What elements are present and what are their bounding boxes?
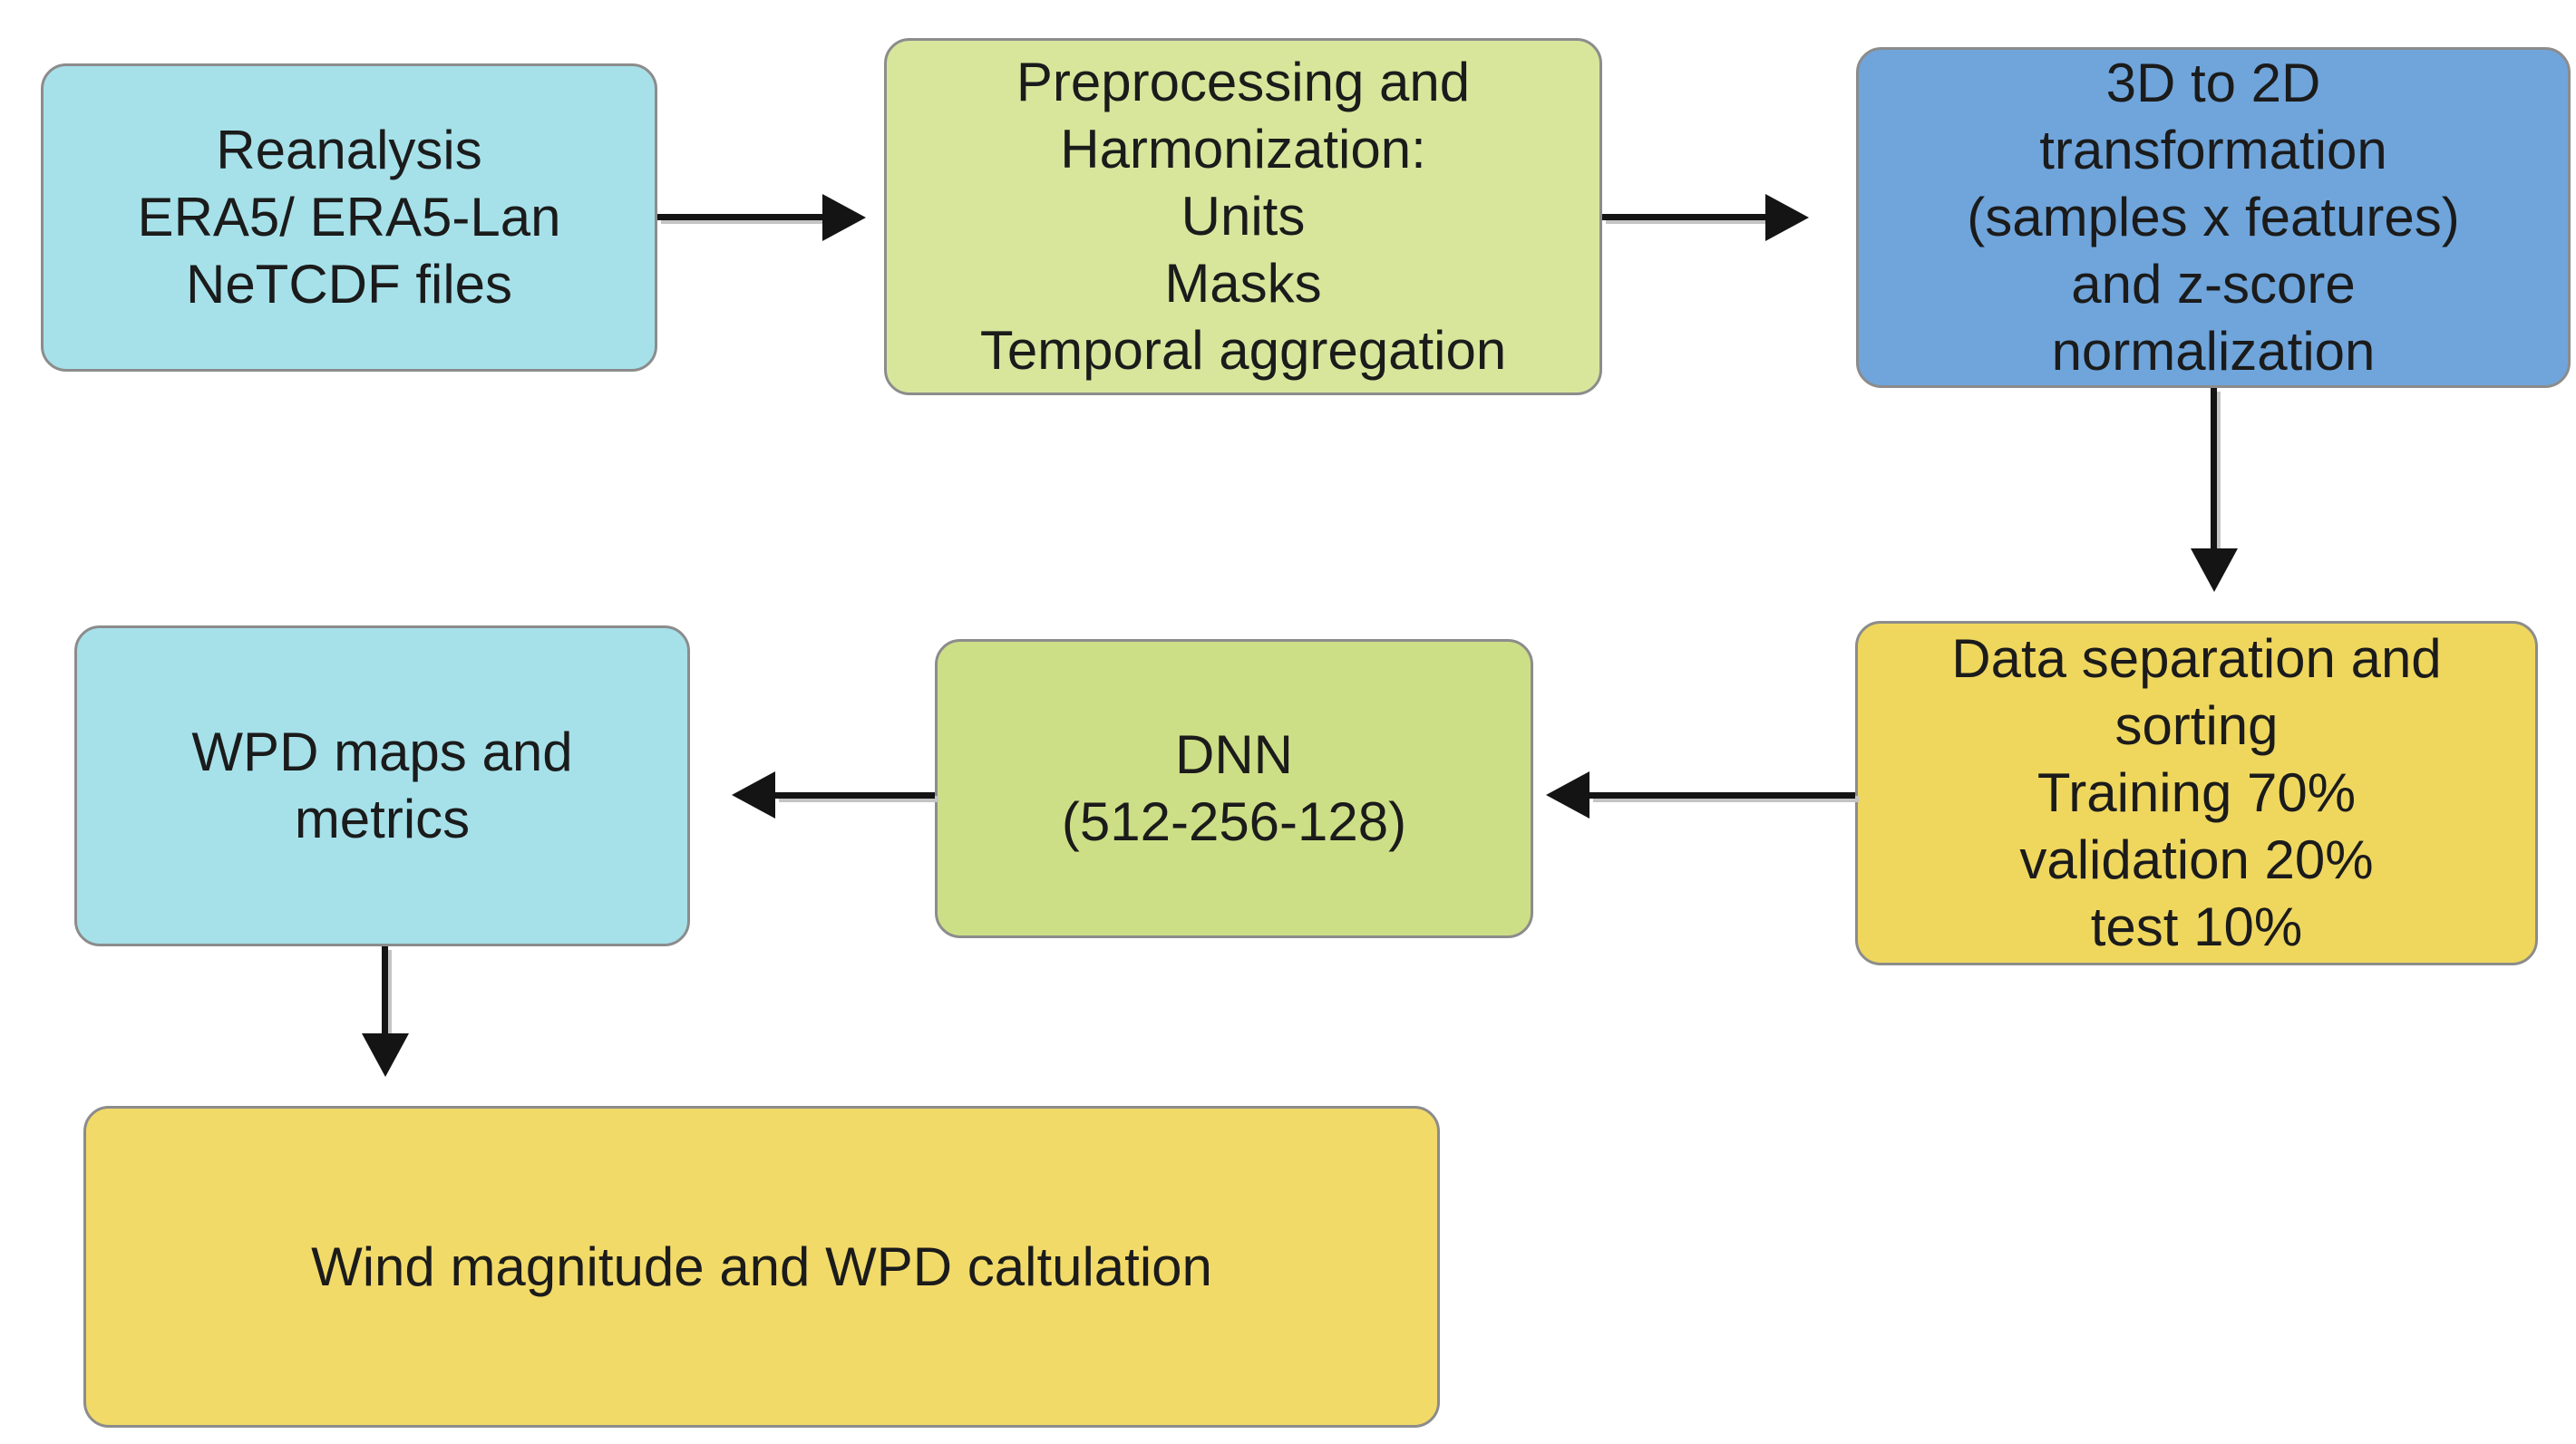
node-label: Reanalysis ERA5/ ERA5-Lan NeTCDF files [137, 120, 561, 315]
arrow-shaft [2211, 388, 2217, 550]
node-wind-magnitude: Wind magnitude and WPD caltulation [83, 1106, 1440, 1428]
node-label: Preprocessing and Harmonization: Units M… [979, 52, 1507, 381]
arrow-head-left-icon [732, 771, 775, 819]
arrow-head-left-icon [1546, 771, 1589, 819]
node-label: WPD maps and metrics [191, 722, 573, 849]
arrow-shaft [382, 946, 388, 1035]
node-reanalysis: Reanalysis ERA5/ ERA5-Lan NeTCDF files [41, 63, 657, 372]
arrow-head-down-icon [362, 1033, 409, 1077]
arrow-shaft [657, 214, 822, 220]
node-label: 3D to 2D transformation (samples x featu… [1967, 53, 2460, 382]
node-dnn: DNN (512-256-128) [935, 639, 1533, 938]
node-transformation: 3D to 2D transformation (samples x featu… [1856, 47, 2571, 388]
arrow-head-down-icon [2191, 548, 2238, 592]
node-data-separation: Data separation and sorting Training 70%… [1855, 621, 2538, 965]
node-label: Wind magnitude and WPD caltulation [311, 1236, 1212, 1297]
arrow-head-right-icon [1765, 194, 1809, 241]
arrow-shaft [775, 792, 935, 799]
arrow-head-right-icon [822, 194, 866, 241]
node-wpd-maps: WPD maps and metrics [74, 625, 690, 946]
arrow-shaft [1589, 792, 1855, 799]
arrow-shaft [1602, 214, 1765, 220]
node-label: DNN (512-256-128) [1061, 724, 1407, 852]
node-label: Data separation and sorting Training 70%… [1951, 628, 2442, 957]
node-preprocessing: Preprocessing and Harmonization: Units M… [884, 38, 1602, 395]
